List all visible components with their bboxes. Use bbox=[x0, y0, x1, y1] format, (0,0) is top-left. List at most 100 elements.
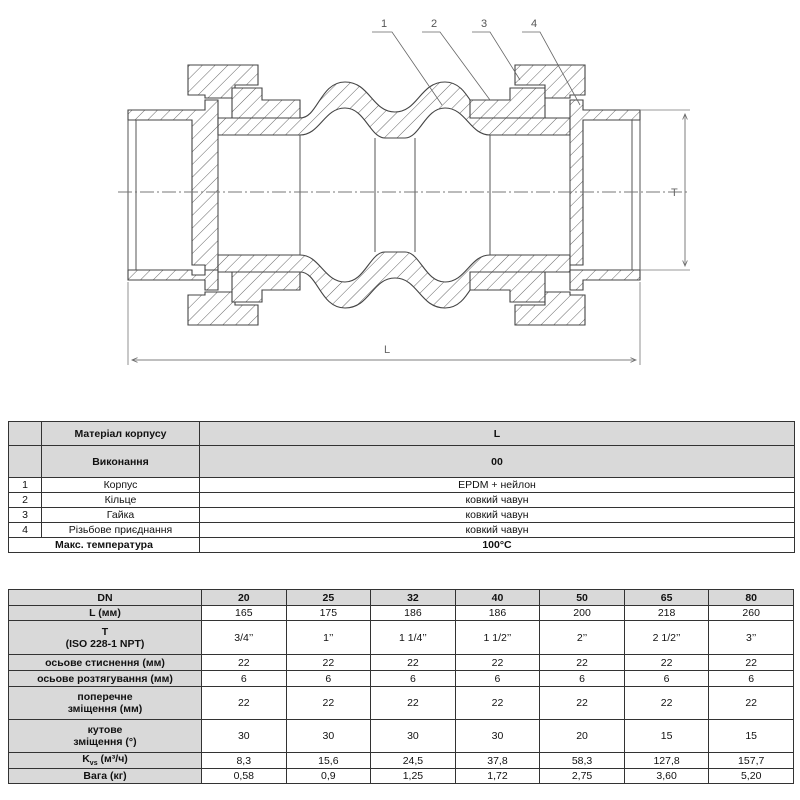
part-row: 4 Різьбове приєднання ковкий чавун bbox=[8, 522, 795, 538]
left-thread-connection-top bbox=[127, 99, 219, 271]
dn-header-row: DN 20 25 32 40 50 65 80 bbox=[8, 589, 794, 606]
row-label: Kvs (м³/ч) bbox=[8, 752, 202, 769]
part-name: Різьбове приєднання bbox=[41, 522, 200, 538]
part-number: 3 bbox=[8, 507, 42, 523]
dn-value: 40 bbox=[454, 589, 541, 606]
row-label-line1: поперечне bbox=[77, 691, 133, 703]
dn-value: 20 bbox=[201, 589, 287, 606]
dn-value: 65 bbox=[623, 589, 710, 606]
callout-2: 2 bbox=[431, 18, 437, 30]
cell-value: 1 1/2’’ bbox=[454, 620, 541, 655]
cell-value: 8,3 bbox=[201, 752, 287, 769]
right-nut-bottom bbox=[514, 291, 586, 326]
left-ring-bottom bbox=[231, 271, 301, 303]
cell-value: 6 bbox=[201, 670, 287, 687]
cell-value: 3’’ bbox=[708, 620, 794, 655]
dn-value: 32 bbox=[370, 589, 456, 606]
cell-value: 2 1/2’’ bbox=[623, 620, 710, 655]
cell-value: 6 bbox=[454, 670, 541, 687]
right-ring-bottom bbox=[469, 271, 546, 303]
dn-value: 80 bbox=[708, 589, 794, 606]
cell-value: 22 bbox=[708, 686, 794, 720]
max-temperature-row: Макс. температура 100°C bbox=[8, 537, 795, 553]
part-material: EPDM + нейлон bbox=[199, 477, 795, 493]
part-material: ковкий чавун bbox=[199, 522, 795, 538]
row-label: осьове розтягування (мм) bbox=[8, 670, 202, 687]
cell-value: 2,75 bbox=[539, 768, 625, 784]
callout-4-leader bbox=[522, 31, 581, 106]
cell-value: 22 bbox=[539, 686, 625, 720]
cell-value: 3/4’’ bbox=[201, 620, 287, 655]
dimension-t bbox=[640, 109, 690, 271]
left-ring-top bbox=[231, 87, 301, 119]
kvs-label-tail: (м³/ч) bbox=[97, 753, 128, 766]
variant-value: 00 bbox=[199, 445, 795, 478]
cell-value: 5,20 bbox=[708, 768, 794, 784]
right-thread-connection-bottom bbox=[569, 269, 641, 291]
dimension-l bbox=[127, 282, 641, 365]
cell-value: 22 bbox=[454, 654, 541, 671]
cell-value: 30 bbox=[285, 719, 372, 753]
cell-value: 218 bbox=[623, 605, 710, 621]
materials-table: Матеріал корпусу L Виконання 00 1 Корпус… bbox=[8, 421, 795, 553]
row-label: T(ISO 228-1 NPT) bbox=[8, 620, 202, 655]
cell-value: 22 bbox=[623, 686, 710, 720]
variant-label: Виконання bbox=[41, 445, 200, 478]
cell-value: 1’’ bbox=[285, 620, 372, 655]
cell-value: 1 1/4’’ bbox=[370, 620, 456, 655]
cell-value: 22 bbox=[708, 654, 794, 671]
max-temperature-label: Макс. температура bbox=[8, 537, 200, 553]
cell-value: 2’’ bbox=[539, 620, 625, 655]
cell-value: 200 bbox=[539, 605, 625, 621]
cell-value: 30 bbox=[454, 719, 541, 753]
cell-value: 1,25 bbox=[370, 768, 456, 784]
part-name: Кільце bbox=[41, 492, 200, 508]
cell-value: 260 bbox=[708, 605, 794, 621]
row-label-line2: зміщення (°) bbox=[73, 736, 137, 748]
materials-header-row: Матеріал корпусу L bbox=[8, 421, 795, 446]
cell-value: 20 bbox=[539, 719, 625, 753]
cell-value: 0,9 bbox=[285, 768, 372, 784]
max-temperature-value: 100°C bbox=[199, 537, 795, 553]
right-thread-connection-top bbox=[569, 99, 641, 266]
part-row: 3 Гайка ковкий чавун bbox=[8, 507, 795, 523]
part-material: ковкий чавун bbox=[199, 507, 795, 523]
part-row: 1 Корпус EPDM + нейлон bbox=[8, 477, 795, 493]
axial-extension-row: осьове розтягування (мм) 6 6 6 6 6 6 6 bbox=[8, 670, 794, 687]
callout-1-leader bbox=[372, 31, 443, 106]
cell-value: 186 bbox=[370, 605, 456, 621]
cell-value: 30 bbox=[370, 719, 456, 753]
cell-value: 0,58 bbox=[201, 768, 287, 784]
cell-value: 22 bbox=[201, 654, 287, 671]
right-ring-top bbox=[469, 87, 546, 119]
part-row: 2 Кільце ковкий чавун bbox=[8, 492, 795, 508]
cell-value: 15 bbox=[623, 719, 710, 753]
callout-3-leader bbox=[472, 31, 521, 81]
cell-value: 22 bbox=[370, 654, 456, 671]
kvs-label-main: K bbox=[82, 753, 90, 766]
cell-value: 6 bbox=[370, 670, 456, 687]
cell-value: 127,8 bbox=[623, 752, 710, 769]
cell-value: 165 bbox=[201, 605, 287, 621]
cell-value: 22 bbox=[201, 686, 287, 720]
variant-row: Виконання 00 bbox=[8, 445, 795, 478]
part-number: 4 bbox=[8, 522, 42, 538]
axial-compression-row: осьове стиснення (мм) 22 22 22 22 22 22 … bbox=[8, 654, 794, 671]
cell-value: 1,72 bbox=[454, 768, 541, 784]
cell-value: 186 bbox=[454, 605, 541, 621]
kvs-row: Kvs (м³/ч) 8,3 15,6 24,5 37,8 58,3 127,8… bbox=[8, 752, 794, 769]
callout-1: 1 bbox=[381, 18, 387, 30]
dn-value: 50 bbox=[539, 589, 625, 606]
cell-value: 6 bbox=[623, 670, 710, 687]
part-number: 2 bbox=[8, 492, 42, 508]
row-label: осьове стиснення (мм) bbox=[8, 654, 202, 671]
cell-value: 22 bbox=[623, 654, 710, 671]
row-label-line2: (ISO 228-1 NPT) bbox=[65, 637, 145, 650]
callout-4: 4 bbox=[531, 18, 537, 30]
row-label: L (мм) bbox=[8, 605, 202, 621]
cell-value: 22 bbox=[285, 686, 372, 720]
weight-row: Вага (кг) 0,58 0,9 1,25 1,72 2,75 3,60 5… bbox=[8, 768, 794, 784]
cell-value: 24,5 bbox=[370, 752, 456, 769]
